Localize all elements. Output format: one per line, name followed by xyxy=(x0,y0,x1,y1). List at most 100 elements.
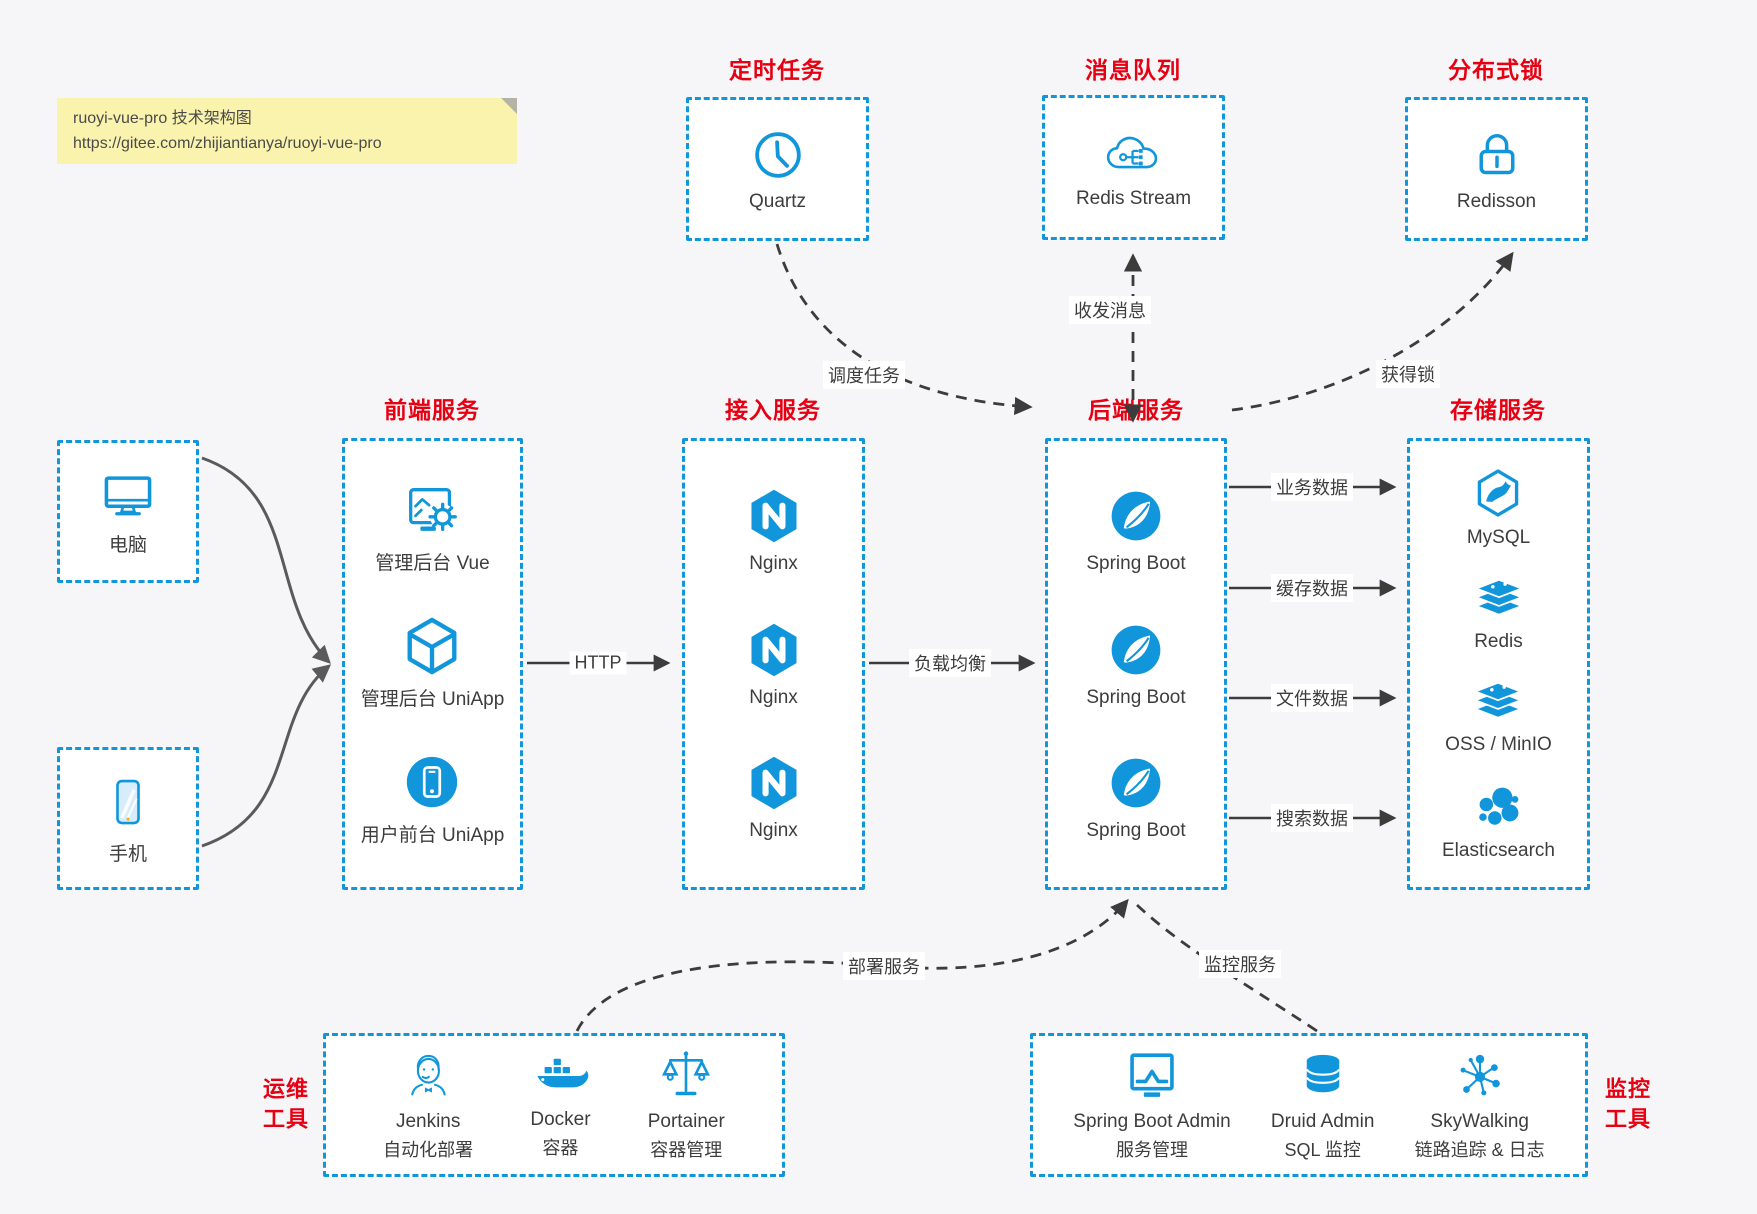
spring-boot-icon xyxy=(1111,625,1161,674)
springboot-node-1: Spring Boot xyxy=(1086,486,1186,575)
admin-panel-icon xyxy=(409,488,458,532)
mobile-box: 手机 xyxy=(57,747,199,890)
admin-vue-label: 管理后台 Vue xyxy=(375,553,490,574)
elasticsearch-node: Elasticsearch xyxy=(1442,781,1555,862)
nginx-label-1: Nginx xyxy=(749,552,798,574)
edge-label-lock: 获得锁 xyxy=(1376,360,1440,388)
jenkins-icon xyxy=(411,1054,446,1096)
edge-label-lb: 负载均衡 xyxy=(909,649,991,677)
heading-ops-tools: 运维 工具 xyxy=(262,1076,310,1131)
portainer-scales-icon xyxy=(662,1051,711,1096)
edge-label-deploy: 部署服务 xyxy=(843,952,925,980)
pc-box: 电脑 xyxy=(57,440,199,583)
mysql-label: MySQL xyxy=(1466,526,1531,548)
nginx-node-2: Nginx xyxy=(744,620,804,709)
admin-uniapp-node: 管理后台 UniApp xyxy=(361,615,504,711)
nginx-node-3: Nginx xyxy=(744,753,804,842)
edge-label-search: 搜索数据 xyxy=(1271,804,1353,832)
docker-desc: 容器 xyxy=(542,1138,579,1158)
sba-label: Spring Boot Admin xyxy=(1073,1111,1231,1132)
edge-pc-to-frontend xyxy=(201,456,331,664)
user-uniapp-node: 用户前台 UniApp xyxy=(360,751,505,847)
heading-storage: 存储服务 xyxy=(1450,397,1546,423)
scheduler-box: Quartz xyxy=(686,97,869,241)
druid-node: Druid Admin SQL 监控 xyxy=(1271,1048,1374,1162)
jenkins-label: Jenkins xyxy=(395,1111,461,1132)
edge-lock-curve xyxy=(1231,251,1514,412)
mobile-node: 手机 xyxy=(100,772,156,866)
ops-box: Jenkins 自动化部署 Docker 容器 xyxy=(323,1033,785,1177)
jenkins-node: Jenkins 自动化部署 xyxy=(383,1048,473,1162)
pc-node: 电脑 xyxy=(98,467,158,557)
phone-icon xyxy=(116,779,140,824)
nginx-label-2: Nginx xyxy=(749,686,798,708)
edge-label-cache: 缓存数据 xyxy=(1271,574,1353,602)
edge-label-file: 文件数据 xyxy=(1271,684,1353,712)
edge-label-http: HTTP xyxy=(569,651,627,675)
springboot-node-2: Spring Boot xyxy=(1086,620,1186,709)
spring-boot-icon xyxy=(1111,491,1161,541)
sticky-note: ruoyi-vue-pro 技术架构图 https://gitee.com/zh… xyxy=(57,98,517,164)
pc-label: 电脑 xyxy=(108,534,147,556)
sba-node: Spring Boot Admin 服务管理 xyxy=(1073,1048,1231,1162)
redisson-label: Redisson xyxy=(1456,190,1537,212)
mq-box: Redis Stream xyxy=(1042,95,1225,240)
elasticsearch-label: Elasticsearch xyxy=(1442,840,1555,862)
admin-vue-node: 管理后台 Vue xyxy=(375,481,490,575)
heading-scheduler: 定时任务 xyxy=(729,57,825,83)
jenkins-desc: 自动化部署 xyxy=(383,1140,474,1160)
oss-node: OSS / MinIO xyxy=(1445,677,1552,756)
monitoring-box: Spring Boot Admin 服务管理 Druid Admin SQL 监… xyxy=(1030,1033,1588,1177)
edge-label-db: 业务数据 xyxy=(1271,473,1353,501)
skywalking-desc: 链路追踪 & 日志 xyxy=(1414,1140,1545,1160)
heading-mq: 消息队列 xyxy=(1085,57,1181,83)
druid-desc: SQL 监控 xyxy=(1284,1140,1361,1160)
mysql-node: MySQL xyxy=(1467,466,1530,549)
edge-label-mq: 收发消息 xyxy=(1069,296,1151,324)
redis-node: Redis xyxy=(1471,574,1527,653)
springboot-label-2: Spring Boot xyxy=(1086,686,1186,708)
uniapp-cube-icon xyxy=(408,617,457,675)
heading-backend: 后端服务 xyxy=(1088,397,1184,423)
note-url: https://gitee.com/zhijiantianya/ruoyi-vu… xyxy=(73,134,382,152)
heading-lock: 分布式锁 xyxy=(1448,57,1544,83)
redisson-node: Redisson xyxy=(1457,126,1536,213)
user-uniapp-label: 用户前台 UniApp xyxy=(360,825,505,846)
edge-mobile-to-frontend xyxy=(201,664,332,848)
edge-label-schedule: 调度任务 xyxy=(823,361,905,389)
nginx-label-3: Nginx xyxy=(749,820,798,842)
spring-boot-icon xyxy=(1111,758,1161,808)
frontend-box: 管理后台 Vue 管理后台 UniApp 用户前台 UniApp xyxy=(342,438,523,890)
oss-label: OSS / MinIO xyxy=(1445,734,1552,756)
skywalking-network-icon xyxy=(1460,1054,1500,1096)
skywalking-node: SkyWalking 链路追踪 & 日志 xyxy=(1415,1048,1545,1162)
backend-box: Spring Boot Spring Boot Spring Boot xyxy=(1045,438,1227,890)
gateway-box: Nginx Nginx Nginx xyxy=(682,438,865,890)
quartz-label: Quartz xyxy=(748,190,807,212)
druid-database-icon xyxy=(1305,1054,1340,1093)
redis-stack-icon xyxy=(1473,578,1524,616)
note-fold-corner xyxy=(501,98,517,114)
user-app-icon xyxy=(407,756,458,808)
quartz-node: Quartz xyxy=(749,126,807,213)
springboot-label-3: Spring Boot xyxy=(1086,820,1186,842)
heading-monitor-tools: 监控 工具 xyxy=(1604,1076,1652,1131)
mobile-label: 手机 xyxy=(108,843,147,865)
sba-desc: 服务管理 xyxy=(1115,1140,1188,1160)
docker-label: Docker xyxy=(530,1109,591,1130)
cloud-mq-icon xyxy=(1107,136,1158,169)
spring-boot-admin-icon xyxy=(1130,1053,1174,1097)
springboot-node-3: Spring Boot xyxy=(1086,753,1186,842)
docker-node: Docker 容器 xyxy=(530,1050,591,1160)
skywalking-label: SkyWalking xyxy=(1430,1111,1529,1132)
docker-icon xyxy=(537,1058,589,1088)
redis-stream-node: Redis Stream xyxy=(1076,125,1191,210)
oss-stack-icon xyxy=(1473,682,1524,720)
clock-icon xyxy=(754,131,801,178)
nginx-node-1: Nginx xyxy=(744,486,804,575)
computer-icon xyxy=(104,475,152,515)
portainer-desc: 容器管理 xyxy=(650,1140,723,1160)
portainer-label: Portainer xyxy=(647,1111,725,1132)
redis-stream-label: Redis Stream xyxy=(1075,188,1192,209)
